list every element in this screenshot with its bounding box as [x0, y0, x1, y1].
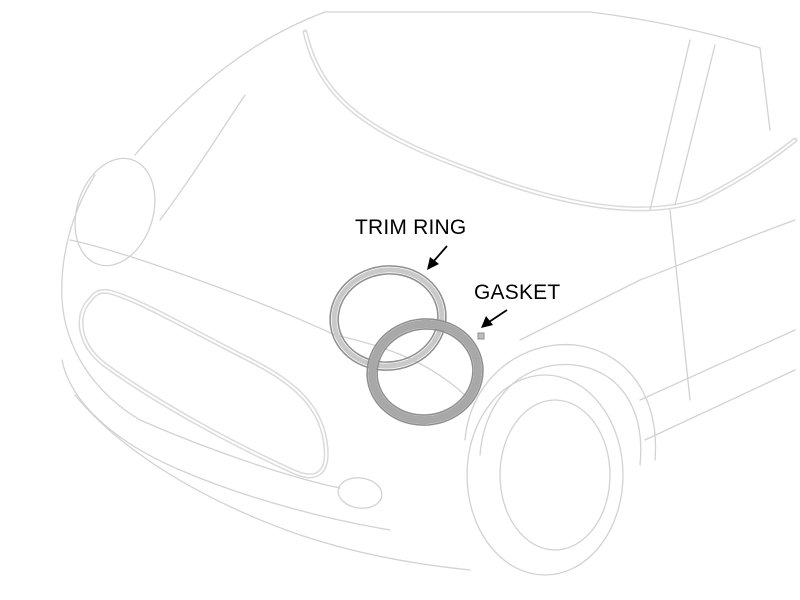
fender-top — [519, 219, 796, 341]
gasket-outer-edge — [366, 318, 484, 426]
car-body-outline — [61, 11, 798, 576]
gasket-tab — [477, 332, 485, 340]
trim-ring-leader — [427, 245, 448, 270]
door-sill-lower — [644, 369, 796, 441]
gasket-band — [368, 319, 482, 425]
front-tire — [466, 374, 624, 576]
gasket-inner-edge — [376, 328, 474, 416]
headlight-left — [74, 157, 156, 267]
gasket-leader — [481, 309, 508, 328]
trim-ring-inner-edge — [337, 273, 439, 363]
windshield-base-trim — [302, 29, 798, 212]
lower-bumper-line — [61, 359, 391, 531]
trim-ring-part — [329, 265, 447, 371]
trim-ring-arrowhead — [427, 257, 439, 270]
side-window-line — [759, 47, 771, 131]
a-pillar-inner — [674, 44, 716, 206]
gasket-part — [366, 318, 485, 426]
door-front-edge — [669, 209, 691, 401]
gasket-label: GASKET — [474, 281, 561, 304]
front-fascia-left — [61, 174, 141, 421]
wheel-arch-outer — [464, 343, 657, 461]
front-grille-inner — [80, 290, 328, 477]
trim-ring-band — [331, 267, 445, 369]
wheel-arch-inner — [479, 363, 642, 466]
a-pillar — [649, 39, 691, 211]
fog-light — [337, 477, 383, 509]
front-wheel-rim — [499, 399, 611, 551]
hood-front-edge — [69, 239, 336, 336]
windshield-base-trim-inner — [304, 31, 796, 210]
hood-crease-left — [159, 94, 246, 221]
roof-line — [324, 11, 761, 49]
bumper-bottom — [74, 394, 471, 571]
trim-ring-outer-edge — [329, 265, 447, 371]
trim-ring-label: TRIM RING — [355, 216, 467, 239]
hood-rear-edge — [134, 11, 326, 156]
fender-line — [334, 334, 471, 401]
gasket-arrowhead — [481, 316, 493, 328]
door-sill — [639, 329, 796, 401]
bumper-mid-line — [139, 419, 341, 489]
